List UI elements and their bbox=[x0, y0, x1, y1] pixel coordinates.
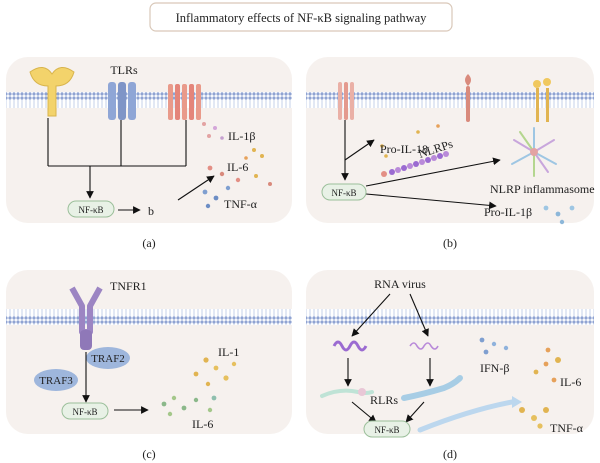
receptor-red bbox=[465, 74, 471, 122]
pro-il1b-particles bbox=[543, 205, 575, 225]
rlr-sensor-right bbox=[401, 375, 463, 401]
rna-strand-left bbox=[332, 340, 368, 352]
nfkb-label: NF-κB bbox=[78, 205, 103, 215]
panel-b-caption: (b) bbox=[443, 236, 457, 250]
il6-label: IL-6 bbox=[192, 417, 213, 431]
nfkb-node: NF-κB bbox=[61, 402, 109, 420]
nfkb-node: NF-κB bbox=[363, 420, 411, 438]
rna-virus-label: RNA virus bbox=[374, 277, 426, 291]
cytokine-particles bbox=[161, 357, 237, 417]
cell-membrane bbox=[306, 309, 594, 325]
panel-a-caption: (a) bbox=[142, 236, 155, 250]
nlrp-inflammasome-label: NLRP inflammasome bbox=[490, 182, 595, 196]
rlrs-label: RLRs bbox=[370, 393, 398, 407]
nfkb-node: NF-κB bbox=[321, 183, 367, 201]
tnfr1-receptor bbox=[69, 286, 103, 350]
panel-d: RNA virus RLRs NF-κB bbox=[306, 270, 594, 461]
secretion-flow-arrow bbox=[417, 396, 522, 433]
ifnb-label: IFN-β bbox=[480, 361, 509, 375]
cell-membrane bbox=[6, 92, 292, 108]
traf2-label: TRAF2 bbox=[91, 353, 125, 365]
traf2-node: TRAF2 bbox=[86, 347, 130, 369]
tlr-yellow-receptor bbox=[29, 67, 75, 117]
il6-label: IL-6 bbox=[560, 375, 581, 389]
tlr-connector bbox=[47, 118, 215, 214]
il1-label: IL-1 bbox=[218, 345, 239, 359]
nfkb-label: NF-κB bbox=[331, 188, 356, 198]
tlr-blue-receptor bbox=[108, 82, 136, 120]
nfkb-product-label: b bbox=[148, 204, 154, 218]
panel-d-caption: (d) bbox=[443, 447, 457, 461]
figure-title-box: Inflammatory effects of NF-κB signaling … bbox=[149, 2, 453, 32]
cell-membrane bbox=[6, 309, 292, 325]
pro-il1b-label: Pro-IL-1β bbox=[484, 205, 532, 219]
panel-b-arrows bbox=[341, 120, 501, 210]
panel-c: TNFR1 TRAF2 TRAF3 NF-κB IL-1 IL-6 bbox=[6, 270, 292, 461]
tnfa-label: TNF-α bbox=[224, 197, 258, 211]
nfkb-label: NF-κB bbox=[374, 425, 399, 435]
tnfa-label: TNF-α bbox=[550, 421, 584, 435]
tlr-red-receptor bbox=[168, 84, 201, 120]
rlr-sensor-left bbox=[320, 388, 374, 398]
traf3-node: TRAF3 bbox=[34, 369, 78, 391]
pro-il18-label: Pro-IL-18 bbox=[380, 142, 428, 156]
panel-c-arrows bbox=[82, 352, 149, 414]
rna-strand-right bbox=[409, 342, 439, 350]
il1b-label: IL-1β bbox=[228, 129, 255, 143]
panel-a: TLRs NF-κB b IL-1β bbox=[6, 57, 292, 250]
nlrp-inflammasome-icon bbox=[511, 127, 557, 177]
receptor-gold bbox=[533, 78, 551, 122]
figure-title: Inflammatory effects of NF-κB signaling … bbox=[176, 11, 428, 25]
panel-d-arrows bbox=[344, 293, 434, 423]
nfkb-node: NF-κB bbox=[67, 200, 115, 218]
panel-c-caption: (c) bbox=[142, 447, 155, 461]
nfkb-label: NF-κB bbox=[72, 407, 97, 417]
cytokine-particles bbox=[479, 337, 561, 429]
traf3-label: TRAF3 bbox=[39, 375, 73, 387]
cell-membrane bbox=[306, 92, 594, 108]
tlrs-label: TLRs bbox=[110, 63, 138, 77]
il6-label: IL-6 bbox=[227, 160, 248, 174]
tnfr1-label: TNFR1 bbox=[110, 279, 147, 293]
inflammasome-particles bbox=[380, 124, 449, 177]
panel-b: NF-κB Pro-IL-18 NLRPs bbox=[306, 57, 595, 250]
cytokine-particles bbox=[202, 122, 272, 209]
receptor-pink bbox=[338, 82, 354, 120]
